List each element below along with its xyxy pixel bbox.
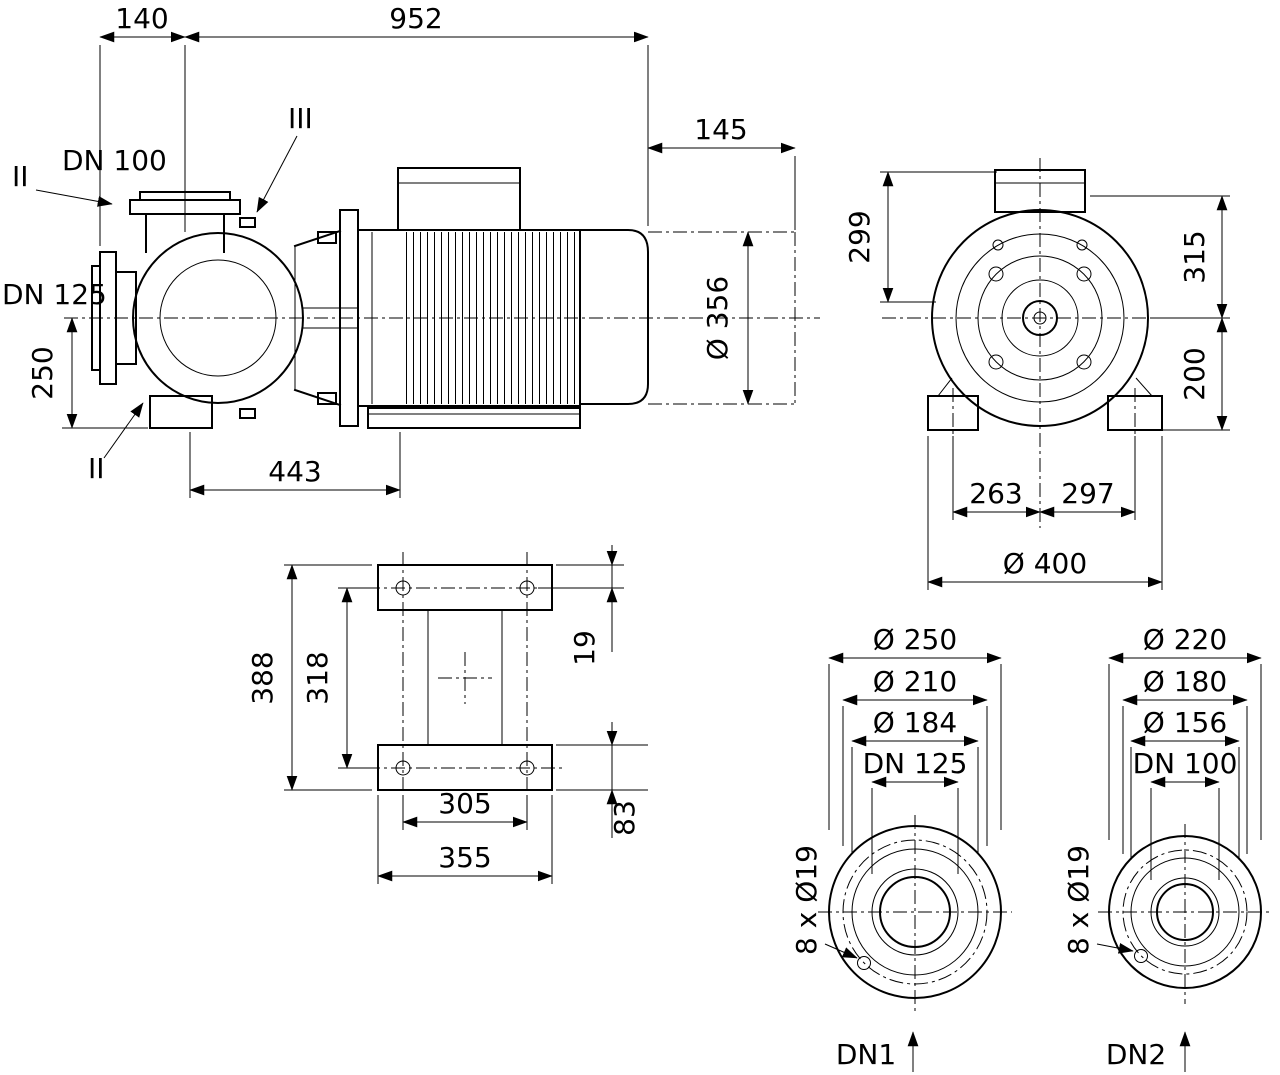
shaft-center (1033, 311, 1047, 325)
detail-leader-iii (256, 135, 298, 213)
dim-297-label: 297 (1061, 477, 1114, 510)
pump-geometry (91, 167, 796, 429)
dn1-bolt-leader (824, 943, 858, 959)
dim-299-label: 299 (843, 210, 876, 263)
gland-bolt-right (1076, 239, 1088, 251)
motor-cooling-fins (402, 232, 576, 404)
shaft-circle (1022, 300, 1058, 336)
section-mark-ii-top: II (12, 160, 29, 193)
port-dn100-label: DN 100 (62, 144, 167, 177)
flange-dn2-dimensions: Ø 220 Ø 180 Ø 156 DN 100 8 x Ø19 DN2 (1062, 623, 1262, 1072)
dim-356-label: Ø 356 (701, 276, 734, 360)
dn1-bore-circle (871, 868, 959, 956)
lantern-bolt-top (317, 231, 337, 244)
detail-mark-iii: III (288, 102, 313, 135)
flange-dn1-dimensions: Ø 250 Ø 210 Ø 184 DN 125 8 x Ø19 DN1 (790, 623, 1002, 1072)
terminal-box-front (994, 169, 1086, 213)
dim-83-label: 83 (608, 800, 641, 836)
dim-400-label: Ø 400 (1003, 547, 1087, 580)
dim-388-label: 388 (246, 651, 279, 704)
pump-foot (149, 395, 213, 429)
dn2-nominal-label: DN 100 (1133, 747, 1238, 780)
plan-geometry (366, 552, 564, 802)
dim-200-label: 200 (1178, 347, 1211, 400)
fan-cover (579, 229, 649, 405)
bearing-flange-circle (977, 255, 1103, 381)
bolt-hole-ne (1076, 266, 1092, 282)
dn1-outer-label: Ø 250 (873, 623, 957, 656)
suction-neck (115, 271, 137, 365)
dn2-bolt-leader (1096, 942, 1134, 954)
front-view: 299 315 200 263 297 Ø 400 (843, 158, 1232, 590)
bolt-hole-nw (988, 266, 1004, 282)
dim-145-label: 145 (694, 113, 747, 146)
flange-dn1-geometry (828, 825, 1002, 999)
foot-right-brace (1135, 377, 1153, 397)
dn2-inner-circle (1156, 883, 1214, 941)
dn2-outer-circle (1108, 835, 1262, 989)
dn1-face-label: Ø 184 (873, 706, 957, 739)
dn2-outer-label: Ø 220 (1143, 623, 1227, 656)
dim-305-label: 305 (438, 787, 491, 820)
front-view-dimensions: 299 315 200 263 297 Ø 400 (843, 171, 1230, 590)
port-dn125-label: DN 125 (2, 278, 107, 311)
dim-952-label: 952 (389, 2, 442, 35)
motor-mid-circle (955, 233, 1125, 403)
foot-left-brace (937, 377, 953, 397)
terminal-box (397, 167, 521, 231)
dn1-bolt-hole (857, 956, 871, 970)
casing-bolt-bottom (239, 408, 256, 419)
dn2-boltcircle-label: Ø 180 (1143, 665, 1227, 698)
flange-dn2-geometry (1108, 835, 1262, 989)
dn2-bolt-pattern-label: 8 x Ø19 (1062, 845, 1095, 955)
dn1-inner-circle (879, 876, 951, 948)
volute-inner (159, 259, 277, 377)
motor-base (367, 407, 581, 429)
dn1-port-label: DN1 (836, 1038, 896, 1071)
dim-355-label: 355 (438, 841, 491, 874)
section-leader-ii-bottom (103, 402, 144, 459)
gland-bolt-left (992, 239, 1004, 251)
plan-view-dimensions: 388 318 19 83 305 355 (246, 545, 648, 884)
flange-dn1-view: Ø 250 Ø 210 Ø 184 DN 125 8 x Ø19 DN1 (790, 623, 1012, 1072)
section-mark-ii-bottom: II (88, 452, 105, 485)
side-view: 140 952 145 DN 100 DN 125 250 Ø 356 443 … (2, 2, 820, 498)
dim-250-label: 250 (26, 346, 59, 399)
dn2-port-label: DN2 (1106, 1038, 1166, 1071)
baseplate-plan-view: 388 318 19 83 305 355 (246, 545, 648, 884)
dim-318-label: 318 (301, 651, 334, 704)
dim-140-label: 140 (115, 2, 168, 35)
dn1-nominal-label: DN 125 (863, 747, 968, 780)
dn1-bolt-pattern-label: 8 x Ø19 (790, 845, 823, 955)
dim-443-label: 443 (268, 455, 321, 488)
lantern-bolt-bottom (317, 392, 337, 405)
dn2-bolt-hole (1134, 949, 1148, 963)
flange-dn2-view: Ø 220 Ø 180 Ø 156 DN 100 8 x Ø19 DN2 (1062, 623, 1272, 1072)
dn2-face-label: Ø 156 (1143, 706, 1227, 739)
motor-outer-circle (931, 209, 1149, 427)
dn1-bolt-circle (842, 839, 988, 985)
dim-263-label: 263 (969, 477, 1022, 510)
dn2-bore-circle (1150, 877, 1220, 947)
dn2-raised-face-circle (1130, 857, 1240, 967)
front-geometry (927, 169, 1163, 440)
dim-315-label: 315 (1178, 230, 1211, 283)
bolt-hole-sw (988, 354, 1004, 370)
bolt-hole-se (1076, 354, 1092, 370)
dim-19-label: 19 (568, 630, 601, 666)
dn2-bolt-circle (1122, 849, 1248, 975)
casing-bolt-top (239, 217, 256, 228)
dn1-outer-circle (828, 825, 1002, 999)
volute-casing (132, 232, 304, 404)
dn1-boltcircle-label: Ø 210 (873, 665, 957, 698)
side-view-dimensions: 140 952 145 DN 100 DN 125 250 Ø 356 443 … (2, 2, 796, 498)
hub-circle (1001, 279, 1079, 357)
section-leader-ii-top (35, 189, 113, 207)
dn1-raised-face-circle (851, 848, 979, 976)
fan-removal-envelope (648, 231, 796, 405)
